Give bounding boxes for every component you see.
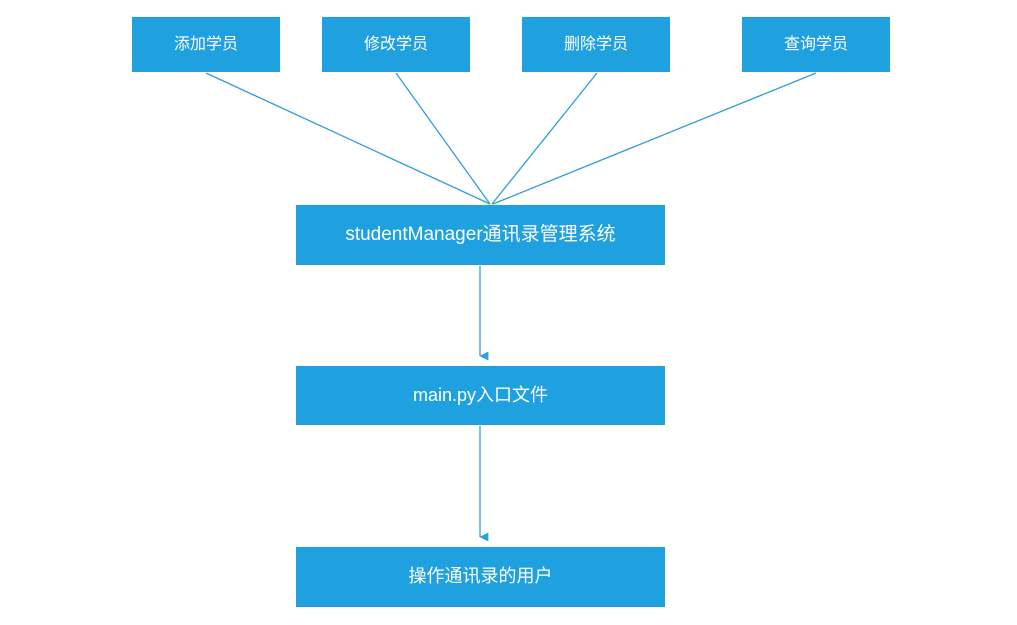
edge-edit-to-system [395, 72, 491, 205]
node-add-student[interactable]: 添加学员 [132, 17, 280, 72]
edge-delete-to-system [491, 72, 598, 205]
node-user-label: 操作通讯录的用户 [408, 566, 553, 587]
node-query-student[interactable]: 查询学员 [742, 17, 890, 72]
node-user[interactable]: 操作通讯录的用户 [296, 547, 665, 607]
node-edit-student[interactable]: 修改学员 [322, 17, 470, 72]
node-entry-file[interactable]: main.py入口文件 [296, 366, 665, 425]
node-system-label: studentManager通讯录管理系统 [345, 223, 616, 245]
node-delete-student[interactable]: 删除学员 [522, 17, 670, 72]
node-system[interactable]: studentManager通讯录管理系统 [296, 205, 665, 265]
node-edit-student-label: 修改学员 [363, 35, 428, 53]
edge-query-to-system [492, 72, 817, 205]
node-query-student-label: 查询学员 [783, 35, 848, 53]
node-add-student-label: 添加学员 [173, 35, 238, 53]
node-delete-student-label: 删除学员 [563, 35, 628, 53]
node-entry-file-label: main.py入口文件 [412, 384, 549, 405]
edge-add-to-system [205, 72, 491, 205]
